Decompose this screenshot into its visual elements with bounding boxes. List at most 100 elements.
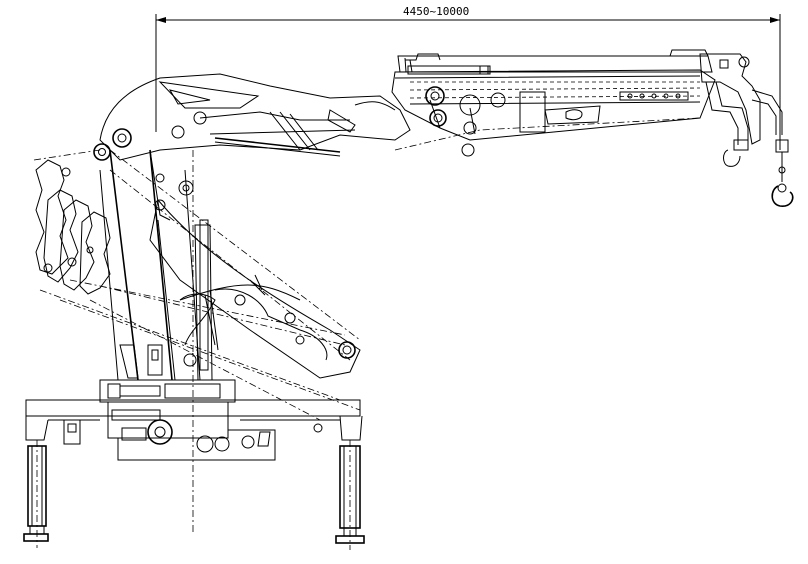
- hook-swivel-1: [733, 139, 749, 151]
- column-hose-loop: [179, 293, 216, 346]
- column-top-pin-core: [98, 148, 106, 156]
- control-block-detail: [151, 349, 159, 361]
- outer-boom-plate: [544, 105, 601, 125]
- hook-1: [723, 149, 741, 167]
- outer-boom-cylinder-rod-2: [214, 141, 341, 157]
- outer-boom: [391, 49, 716, 157]
- outrigger-left-valve: [63, 419, 81, 445]
- boom-tip-head: [699, 53, 761, 145]
- outer-boom-hole-2: [639, 93, 645, 99]
- reach-dimension: 4450~10000: [155, 5, 781, 150]
- hook-2: [771, 185, 794, 207]
- column-cone: [119, 344, 139, 379]
- folded-pin-4: [61, 167, 71, 177]
- slew-gearbox: [119, 385, 161, 397]
- folded-boom-outline-2: [43, 189, 79, 283]
- boom-tip-arm-1: [705, 81, 739, 145]
- inner-boom-lowered-pin-4: [234, 294, 246, 306]
- outer-boom-panel: [519, 91, 546, 133]
- boom-pivot-pin: [112, 128, 132, 148]
- boom-pivot-pin-core: [117, 133, 127, 143]
- outer-boom-hole-3: [651, 93, 657, 99]
- inner-boom-lowered-position: [109, 149, 361, 433]
- outrigger-foot-left: [23, 533, 49, 542]
- extension-top-bracket: [405, 53, 441, 61]
- outrigger-leg-centerlines: [36, 440, 351, 550]
- column-pin-4: [183, 353, 197, 367]
- extension-cylinder-body: [407, 65, 489, 75]
- inner-boom-lowered-outline: [149, 198, 361, 379]
- outer-boom-cylinder-rod: [214, 137, 341, 153]
- inner-boom-lowered-pin-2: [284, 312, 296, 324]
- folded-pin-1: [43, 263, 53, 273]
- outer-boom-slot: [565, 109, 583, 121]
- outriggers: [23, 399, 365, 550]
- folded-pin-3: [86, 246, 94, 254]
- outer-boom-lower-pin: [461, 143, 475, 157]
- outer-boom-bore-1: [459, 94, 481, 116]
- hook-eye-2: [777, 183, 787, 193]
- outer-boom-link-pin-core: [433, 113, 443, 123]
- inner-boom-lowered-ribs: [249, 274, 266, 296]
- outrigger-left-box: [25, 416, 49, 441]
- column-pin-3: [155, 173, 165, 183]
- inner-boom-lowered-tip-pin-core: [342, 345, 352, 355]
- column-top-pin: [93, 143, 111, 161]
- column-hydraulic-lines: [204, 289, 219, 351]
- dimension-arrow-left: [156, 17, 166, 23]
- outer-boom-hole-1: [627, 93, 633, 99]
- inner-boom-cutout-inner: [168, 89, 211, 105]
- folded-boom-outline-3: [59, 199, 95, 291]
- inner-boom-lowered-edge: [214, 288, 328, 361]
- outer-boom-bore-3: [463, 121, 477, 135]
- base-control-box: [121, 427, 147, 441]
- column-pin-2-core: [182, 184, 190, 192]
- folded-pin-2: [67, 257, 77, 267]
- inner-boom-lowered-centerlines: [109, 149, 361, 361]
- outer-boom-pivot-pin: [425, 86, 445, 106]
- lift-cylinder-rod: [199, 219, 209, 371]
- outrigger-beam-top: [25, 399, 361, 417]
- boom-link-pin-2: [193, 111, 207, 125]
- dimension-arrow-right: [770, 17, 780, 23]
- extension-hidden-lines: [409, 81, 701, 99]
- outer-boom-outline: [391, 69, 716, 141]
- boom-tip-arm-3: [751, 89, 783, 135]
- base-subframe: [117, 429, 276, 461]
- column-linkage-curve: [179, 284, 301, 301]
- column-sides: [109, 149, 173, 381]
- outer-boom-hole-5: [675, 93, 681, 99]
- crane-base: [99, 150, 276, 535]
- inner-boom-lowered-tip-pin: [338, 341, 356, 359]
- base-bore-1: [196, 435, 214, 453]
- hook-shackle-2: [778, 166, 786, 174]
- outrigger-left-valve-detail: [67, 423, 77, 433]
- outer-boom-cylinder-bottom: [209, 129, 356, 135]
- folded-centerlines: [33, 149, 361, 421]
- outer-boom-link-pin: [429, 109, 447, 127]
- inner-boom-raised: [93, 73, 411, 161]
- outer-boom-bore-2: [490, 92, 506, 108]
- column-inner-plate: [149, 149, 176, 381]
- outer-boom-hole-bar: [619, 91, 689, 101]
- boom-hose-bend: [354, 101, 396, 111]
- folded-boom-outline-1: [35, 159, 69, 275]
- inner-boom-raised-outline: [99, 73, 411, 161]
- outer-boom-cylinder-top: [199, 111, 350, 121]
- boom-link-pin: [171, 125, 185, 139]
- outer-boom-pivot-pin-core: [430, 91, 440, 101]
- boom-tip-arm-2: [715, 81, 749, 145]
- boom-tip-arm-4: [751, 99, 777, 135]
- outrigger-right-box: [339, 415, 363, 441]
- extension-end-bracket: [669, 49, 709, 57]
- base-main-bore-core: [154, 426, 166, 438]
- boom-tip-block: [719, 59, 729, 69]
- hook-swivel-2: [775, 139, 789, 153]
- reach-dimension-label: 4450~10000: [403, 5, 469, 18]
- slew-rack: [164, 383, 221, 399]
- extension-cylinder-end: [479, 65, 491, 75]
- cylinder-mount: [327, 109, 356, 133]
- outer-boom-longitudinal-lines: [394, 75, 701, 105]
- folded-boom-outline-4: [79, 211, 111, 295]
